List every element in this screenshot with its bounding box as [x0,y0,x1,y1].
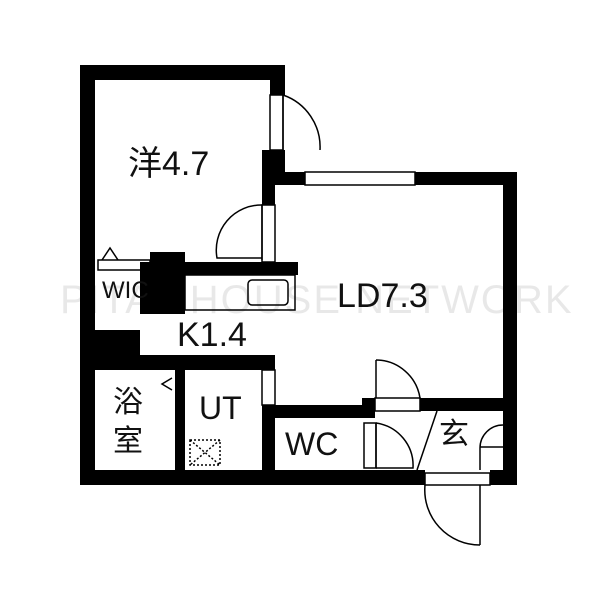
entrance-step [416,410,438,471]
room-label-ld: LD7.3 [337,277,428,315]
room-label-kitchen: K1.4 [177,316,247,354]
room-label-bath-1: 浴 [113,386,143,419]
sink-icon [247,279,289,306]
wic-shelf [97,259,151,271]
window [304,171,416,186]
wic-triangle-icon [101,246,119,261]
room-label-wic: WIC [102,277,149,304]
watermark: PITAT HOUSE NETWORK [60,278,574,322]
bath-door-icon [160,377,173,391]
room-label-bath-2: 室 [113,425,143,458]
walls [80,65,517,485]
kitchen-counter [184,274,296,311]
room-label-western: 洋4.7 [128,145,210,183]
room-label-wc: WC [285,426,339,462]
room-label-entrance: 玄 [439,418,469,451]
room-label-utility: UT [199,390,242,426]
fixtures [97,94,504,546]
washer-pan-icon [189,439,221,466]
